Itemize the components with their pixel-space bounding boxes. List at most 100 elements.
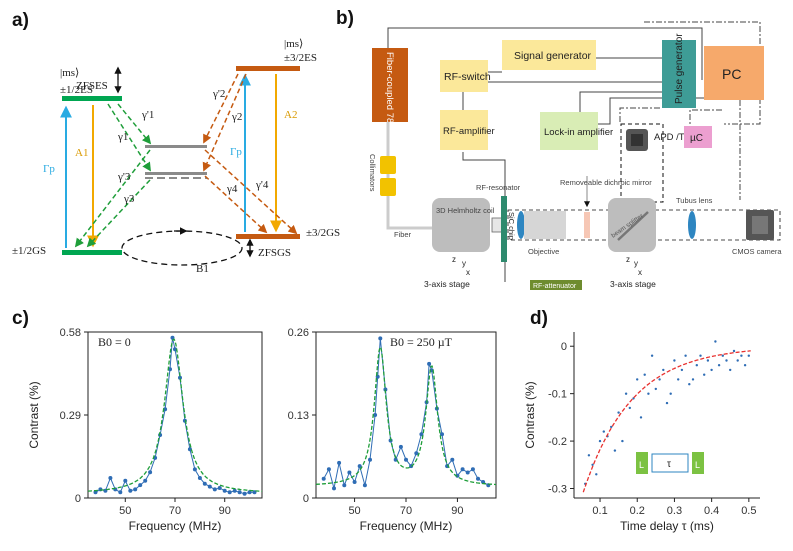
data-point	[222, 488, 227, 493]
sic-chip-label: SiC chip	[507, 212, 516, 240]
data-line	[323, 338, 489, 489]
level-gs-right	[236, 234, 300, 239]
panel-b-label: b)	[336, 8, 354, 29]
data-point	[237, 490, 242, 495]
data-point	[123, 478, 128, 483]
decay-gamma2p	[203, 73, 239, 144]
decay-gamma1p	[117, 103, 152, 145]
panel-a: a) |ms⟩ ±1/2ES ZFSES |ms⟩ ±3/2ES ±3/2GS …	[12, 10, 340, 275]
zfs-es-label: ZFSES	[76, 80, 108, 92]
data-point	[378, 336, 383, 341]
data-line	[95, 337, 255, 495]
apd-sensor	[631, 134, 643, 146]
apd-label: APD /TIA	[654, 132, 694, 143]
x-tick-label: 50	[119, 505, 131, 517]
gamma4-label: γ4	[226, 183, 238, 195]
fit-curve	[582, 350, 751, 493]
wire-pulse-apd	[619, 107, 660, 124]
axis-z-right: z	[626, 255, 630, 264]
data-point	[691, 378, 695, 381]
data-point	[460, 467, 465, 472]
data-point	[650, 354, 654, 357]
fit-curve	[88, 338, 263, 492]
data-point	[217, 486, 222, 490]
data-point	[404, 457, 408, 462]
data-point	[347, 470, 352, 475]
x-tick-label: 0.1	[592, 505, 607, 517]
y-tick-label: 0.13	[288, 410, 309, 422]
collimator-1	[380, 156, 396, 174]
fiber-label: Fiber	[394, 230, 412, 239]
y-tick-label: 0	[303, 493, 309, 505]
y-tick-label: 0	[75, 493, 81, 505]
gs-left-label: ±1/2GS	[12, 245, 46, 257]
field-annotation: B0 = 0	[98, 335, 131, 349]
y-tick-label: 0.26	[288, 327, 309, 339]
data-point	[332, 486, 336, 491]
data-point	[729, 368, 732, 372]
gamma3-label: γ3	[123, 193, 135, 205]
pulse-generator-box	[662, 40, 696, 108]
data-point	[133, 487, 138, 492]
rf-attenuator-label: RF-attenuator	[533, 283, 577, 290]
gamma3p-label: γ'3	[117, 171, 131, 183]
data-point	[368, 457, 372, 462]
gamma1p-label: γ'1	[141, 109, 154, 121]
x-axis-title: Time delay τ (ms)	[620, 519, 714, 533]
data-point	[680, 368, 684, 372]
inset-tau-label: τ	[667, 459, 671, 470]
a1-label: A1	[75, 147, 88, 159]
data-point	[595, 473, 598, 476]
data-point	[427, 361, 432, 366]
data-point	[639, 416, 643, 419]
data-point	[684, 354, 687, 357]
data-point	[617, 411, 620, 414]
data-point	[197, 476, 202, 480]
removable-mirror-label: Removeable dichroic mirror	[560, 178, 652, 187]
a2-label: A2	[284, 109, 297, 121]
data-point	[187, 447, 192, 452]
objective-body	[524, 211, 566, 239]
decay-gamma4	[204, 175, 268, 234]
uc-box	[684, 126, 712, 148]
rf-resonator-label: RF-resonator	[476, 183, 521, 192]
data-point	[610, 425, 613, 429]
lockin-label: Lock-in amplifier	[544, 127, 613, 138]
signal-generator-box	[502, 40, 596, 70]
data-point	[470, 467, 475, 472]
gamma2-label: γ2	[231, 111, 242, 123]
axis-y-left: y	[462, 259, 466, 268]
decay-gamma4p	[204, 149, 298, 235]
data-point	[398, 444, 403, 449]
rf-amplifier-label: RF-amplifier	[443, 126, 495, 137]
stage-left-block	[432, 198, 490, 252]
beam-splitter	[617, 211, 649, 241]
inset-right-label: L	[695, 460, 700, 470]
y-tick-label: 0	[561, 341, 567, 353]
data-point	[725, 359, 728, 362]
data-point	[621, 439, 624, 443]
data-point	[673, 359, 676, 362]
collimators-label: Collimators	[368, 154, 377, 192]
data-point	[624, 392, 628, 395]
x-tick-label: 0.3	[667, 505, 682, 517]
inset-laser-pulse-right	[692, 452, 704, 474]
data-point	[714, 340, 717, 343]
pulse-generator-label: Pulse generator	[674, 33, 685, 104]
x-axis-title: Frequency (MHz)	[360, 519, 453, 533]
data-point	[138, 483, 143, 488]
x-tick-label: 70	[400, 505, 412, 517]
fit-curve	[315, 346, 496, 486]
data-point	[602, 430, 605, 433]
b1-loop	[121, 230, 243, 266]
axis-x-right: x	[638, 268, 642, 277]
data-point	[326, 467, 331, 472]
x-tick-label: 90	[219, 505, 231, 517]
inset-left-label: L	[639, 460, 644, 470]
gamma-p-left: Γp	[43, 163, 55, 175]
data-point	[703, 373, 706, 376]
rf-attenuator-box	[530, 280, 582, 290]
data-point	[227, 490, 232, 495]
